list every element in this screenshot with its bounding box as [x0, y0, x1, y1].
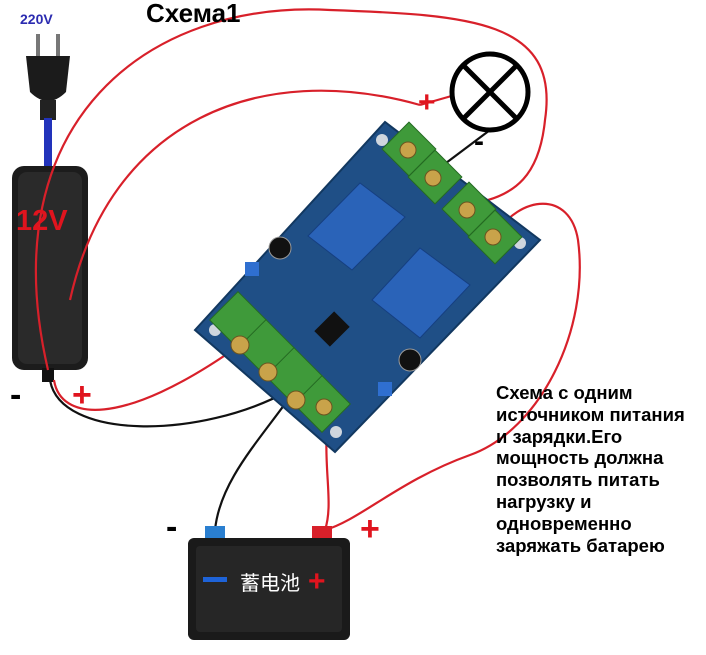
description-text: Схема с одним источником питания и заряд… [496, 382, 706, 556]
description-line: нагрузку и [496, 490, 592, 512]
black-wire-battery [213, 389, 296, 531]
battery-label: 蓄电池 [240, 573, 300, 595]
red-wire-output [324, 202, 581, 532]
description-line: и зарядки.Его [496, 425, 623, 447]
battery-plus-sign: + [360, 510, 380, 548]
adapter-minus-sign: - [10, 376, 22, 414]
description-line: позволять питать [496, 469, 660, 491]
relay-2 [371, 247, 471, 339]
description-line: одновременно [496, 512, 632, 534]
mains-plug [26, 34, 70, 166]
lamp-minus-sign: - [474, 125, 484, 158]
battery [188, 526, 350, 640]
relay-board [193, 120, 542, 454]
diagram-title: Схема1 [146, 0, 241, 28]
terminal-block-input [209, 291, 351, 433]
power-adapter [12, 166, 88, 382]
description-line: источником питания [496, 403, 685, 425]
battery-minus-sign: - [166, 508, 178, 546]
black-wire-adapter [48, 379, 291, 428]
mains-voltage-label: 220V [20, 11, 53, 27]
battery-body-plus-sign: + [308, 565, 326, 598]
lamp-plus-sign: + [418, 86, 436, 119]
lamp-icon [449, 51, 531, 133]
description-line: мощность должна [496, 447, 664, 469]
red-wire-adapter [52, 344, 241, 411]
battery-minus-icon [203, 577, 227, 582]
red-wire-lamp [68, 89, 421, 301]
adapter-voltage-label: 12V [16, 205, 68, 237]
description-line: заряжать батарею [496, 534, 665, 556]
red-wire-top-loop [34, 8, 548, 371]
adapter-plus-sign: + [72, 376, 92, 414]
description-line: Схема с одним [496, 382, 633, 403]
relay-1 [307, 182, 406, 271]
